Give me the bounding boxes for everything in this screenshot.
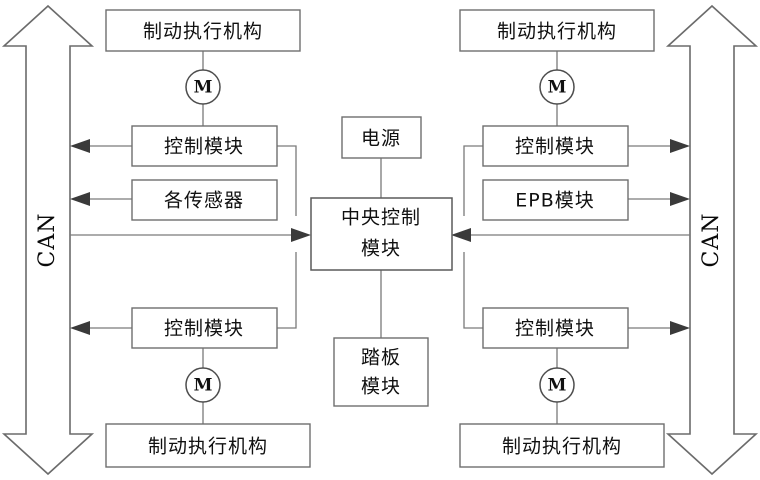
control-top-right-label: 控制模块 bbox=[515, 136, 595, 158]
node-actuator-bottom-right[interactable]: 制动执行机构 bbox=[459, 423, 665, 468]
node-actuator-top-left[interactable]: 制动执行机构 bbox=[105, 9, 301, 52]
actuator-bottom-left-box bbox=[105, 423, 311, 468]
node-control-bottom-left[interactable]: 控制模块 bbox=[131, 307, 278, 349]
node-control-bottom-right[interactable]: 控制模块 bbox=[482, 307, 629, 349]
node-actuator-bottom-left[interactable]: 制动执行机构 bbox=[105, 423, 311, 468]
motor-top-left-label: M bbox=[194, 78, 213, 98]
node-power-supply[interactable]: 电源 bbox=[341, 116, 422, 159]
node-sensors[interactable]: 各传感器 bbox=[131, 179, 278, 221]
node-motor-top-left[interactable]: M bbox=[185, 69, 221, 105]
node-motor-bottom-right[interactable]: M bbox=[539, 367, 575, 403]
arrowhead-control-tr-to-can-right bbox=[670, 139, 690, 153]
central-label-line2: 模块 bbox=[361, 238, 401, 260]
power-label: 电源 bbox=[361, 128, 401, 150]
node-control-top-left[interactable]: 控制模块 bbox=[131, 125, 278, 167]
can-bus-right[interactable]: CAN bbox=[665, 4, 759, 476]
edge-control-bl-to-central bbox=[277, 252, 297, 329]
actuator-top-left-box bbox=[105, 9, 301, 52]
can-bus-left[interactable]: CAN bbox=[1, 4, 95, 476]
node-control-top-right[interactable]: 控制模块 bbox=[482, 125, 629, 167]
control-bottom-right-label: 控制模块 bbox=[515, 318, 595, 340]
actuator-bottom-right-label: 制动执行机构 bbox=[502, 436, 622, 458]
motor-bottom-right-label: M bbox=[548, 376, 567, 396]
sensors-box bbox=[131, 179, 278, 221]
sensors-label: 各传感器 bbox=[164, 190, 244, 212]
actuator-top-left-label: 制动执行机构 bbox=[143, 21, 263, 43]
motor-bottom-right-circle bbox=[539, 367, 575, 403]
node-actuator-top-right[interactable]: 制动执行机构 bbox=[459, 9, 655, 52]
actuator-bottom-left-label: 制动执行机构 bbox=[148, 436, 268, 458]
connection-lines bbox=[70, 51, 690, 424]
motor-top-left-circle bbox=[185, 69, 221, 105]
arrowhead-control-br-to-can-right bbox=[670, 321, 690, 335]
arrowhead-can-right-to-central bbox=[451, 228, 471, 242]
actuator-bottom-right-box bbox=[459, 423, 665, 468]
control-top-right-box bbox=[482, 125, 629, 167]
arrowhead-epb-to-can-right bbox=[670, 192, 690, 206]
actuator-top-right-box bbox=[459, 9, 655, 52]
can-bus-right-label: CAN bbox=[699, 213, 724, 268]
node-motor-bottom-left[interactable]: M bbox=[185, 367, 221, 403]
control-bottom-left-box bbox=[131, 307, 278, 349]
pedal-label-line2: 模块 bbox=[361, 376, 401, 398]
can-bus-left-shape bbox=[1, 4, 95, 476]
epb-box bbox=[482, 179, 629, 221]
central-label-line1: 中央控制 bbox=[341, 207, 421, 229]
edge-control-tl-to-central bbox=[277, 145, 297, 216]
control-bottom-left-label: 控制模块 bbox=[164, 318, 244, 340]
pedal-box bbox=[333, 337, 429, 407]
can-bus-left-label: CAN bbox=[35, 213, 60, 268]
arrowhead-sensors-to-can-left bbox=[70, 192, 90, 206]
control-top-left-box bbox=[131, 125, 278, 167]
motor-bottom-left-label: M bbox=[194, 376, 213, 396]
actuator-top-right-label: 制动执行机构 bbox=[497, 21, 617, 43]
motor-top-right-label: M bbox=[548, 78, 567, 98]
motor-top-right-circle bbox=[539, 69, 575, 105]
arrowhead-control-tl-to-can-left bbox=[70, 139, 90, 153]
edge-control-br-to-central bbox=[463, 252, 483, 329]
control-top-left-label: 控制模块 bbox=[164, 136, 244, 158]
arrowhead-can-left-to-central bbox=[291, 228, 311, 242]
node-pedal-module[interactable]: 踏板 模块 bbox=[333, 337, 429, 407]
node-motor-top-right[interactable]: M bbox=[539, 69, 575, 105]
control-bottom-right-box bbox=[482, 307, 629, 349]
power-box bbox=[341, 116, 422, 159]
arrowhead-control-bl-to-can-left bbox=[70, 321, 90, 335]
epb-label: EPB模块 bbox=[515, 190, 595, 212]
node-epb-module[interactable]: EPB模块 bbox=[482, 179, 629, 221]
can-bus-right-shape bbox=[665, 4, 759, 476]
pedal-label-line1: 踏板 bbox=[361, 347, 401, 369]
edge-control-tr-to-central bbox=[463, 145, 483, 216]
central-box bbox=[310, 197, 453, 271]
node-central-control-module[interactable]: 中央控制 模块 bbox=[310, 197, 453, 271]
motor-bottom-left-circle bbox=[185, 367, 221, 403]
